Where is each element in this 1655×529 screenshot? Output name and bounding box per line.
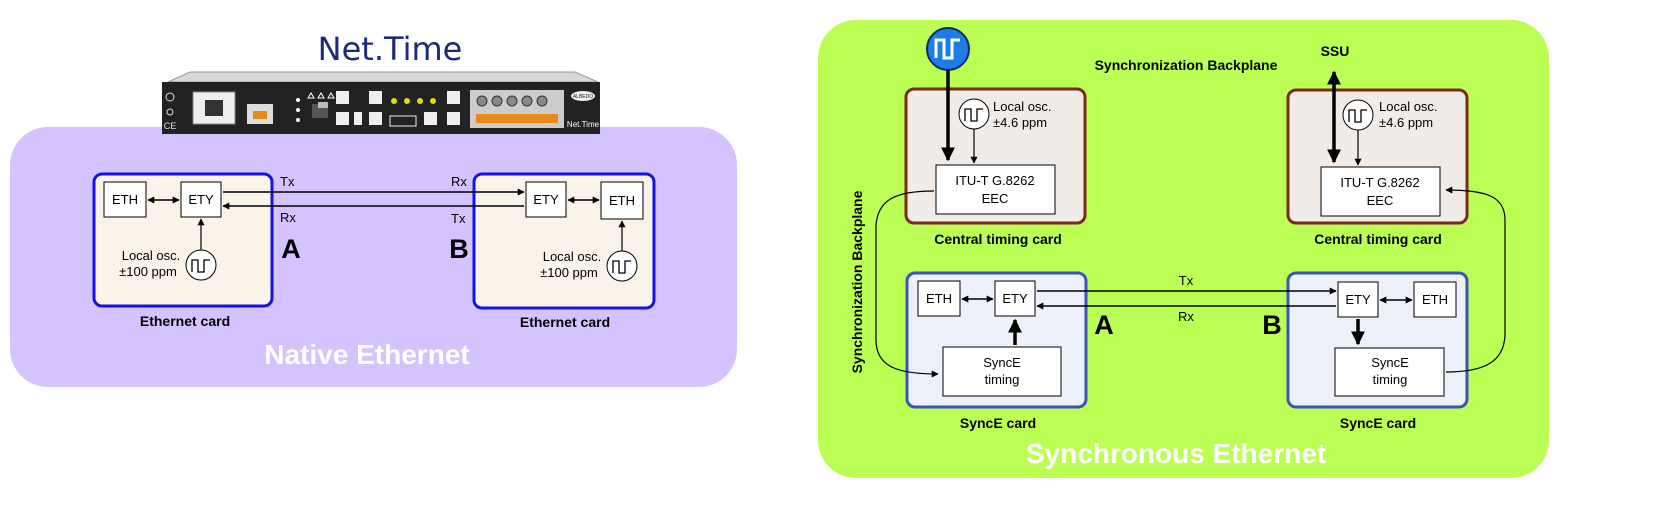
ssu-label: SSU [1321,43,1350,59]
endpoint-label-a: A [1094,310,1114,340]
ety-block [180,181,222,218]
backplane-label-left: Synchronization Backplane [849,190,865,373]
synce-timing-label-line2: timing [1373,372,1408,387]
eth-block [103,181,147,218]
central-timing-card-a: Local osc. ±4.6 ppm ITU-T G.8262 EEC [904,87,1087,225]
ety-label: ETY [188,192,214,207]
osc-label-line1: Local osc. [543,249,602,264]
eth-label: ETH [1422,292,1448,307]
ethernet-card-b: ETY ETH Local osc. ±100 ppm [472,172,656,310]
rx-label-b: Rx [451,174,467,189]
eec-label-line1: ITU-T G.8262 [955,173,1034,188]
oscillator-icon [606,250,638,282]
ety-label: ETY [533,192,559,207]
ethernet-card-a: ETH ETY Local osc. ±100 ppm [92,172,274,308]
tx-label-a: Tx [280,174,295,189]
synce-card-b-caption: SyncE card [1340,415,1416,431]
eec-label-line2: EEC [982,191,1009,206]
eec-label-line2: EEC [1367,193,1394,208]
osc-label-line1: Local osc. [1379,99,1438,114]
tx-label-b: Tx [451,211,466,226]
device-brand: ALBEDO [573,94,593,100]
osc-label-line1: Local osc. [993,99,1052,114]
tx-label: Tx [1179,273,1194,288]
endpoint-label-b: B [449,234,469,264]
eth-block [1413,281,1457,318]
osc-label-line2: ±4.6 ppm [1379,115,1433,130]
eec-label-line1: ITU-T G.8262 [1340,175,1419,190]
backplane-link-right [1445,186,1506,373]
synce-card-a-caption: SyncE card [960,415,1036,431]
native-ethernet-section: Native Ethernet Net.Time CE [10,30,737,387]
eth-block [917,280,961,317]
net-time-device: CE ALBEDO Net.Time [162,71,600,134]
endpoint-label-a: A [281,234,301,264]
central-timing-card-b-caption: Central timing card [1314,231,1442,247]
osc-label-line2: ±4.6 ppm [993,115,1047,130]
osc-label-line2: ±100 ppm [540,265,598,280]
synce-title: Synchronous Ethernet [1026,438,1326,469]
central-timing-card-a-caption: Central timing card [934,231,1062,247]
synce-timing-label-line1: SyncE [983,355,1021,370]
synce-timing-label-line2: timing [985,372,1020,387]
backplane-label-top: Synchronization Backplane [1095,57,1278,73]
ety-block [1337,281,1379,318]
eec-block [1320,166,1441,217]
rx-label: Rx [1178,309,1194,324]
synce-timing-block [1334,347,1445,397]
osc-label-line1: Local osc. [122,248,181,263]
ety-label: ETY [1345,292,1371,307]
synce-timing-block [942,346,1062,397]
ethernet-card-b-caption: Ethernet card [520,314,610,330]
eth-label: ETH [112,192,138,207]
native-ethernet-title: Native Ethernet [264,339,469,370]
ety-block [525,181,567,218]
eth-label: ETH [926,291,952,306]
ethernet-card-a-caption: Ethernet card [140,313,230,329]
ety-label: ETY [1002,291,1028,306]
central-timing-card-b: Local osc. ±4.6 ppm ITU-T G.8262 EEC [1286,88,1469,225]
osc-label-line2: ±100 ppm [119,264,177,279]
oscillator-icon [185,249,217,281]
oscillator-icon [958,98,990,130]
device-title: Net.Time [318,30,463,68]
oscillator-icon [1342,99,1374,131]
device-model: Net.Time [567,120,600,129]
eth-label: ETH [609,193,635,208]
synce-card-a: ETH ETY SyncE timing [905,271,1088,409]
synce-timing-label-line1: SyncE [1371,355,1409,370]
device-ce-mark: CE [164,121,177,131]
endpoint-label-b: B [1262,310,1282,340]
external-clock-icon [926,27,970,71]
eec-block [935,164,1056,215]
eth-block [600,181,644,220]
synce-card-b: ETY ETH SyncE timing [1286,271,1469,409]
ety-block [994,280,1036,317]
rx-label-a: Rx [280,210,296,225]
backplane-link-left [875,190,939,378]
synce-section: Synchronous Ethernet Synchronization Bac… [818,20,1549,478]
